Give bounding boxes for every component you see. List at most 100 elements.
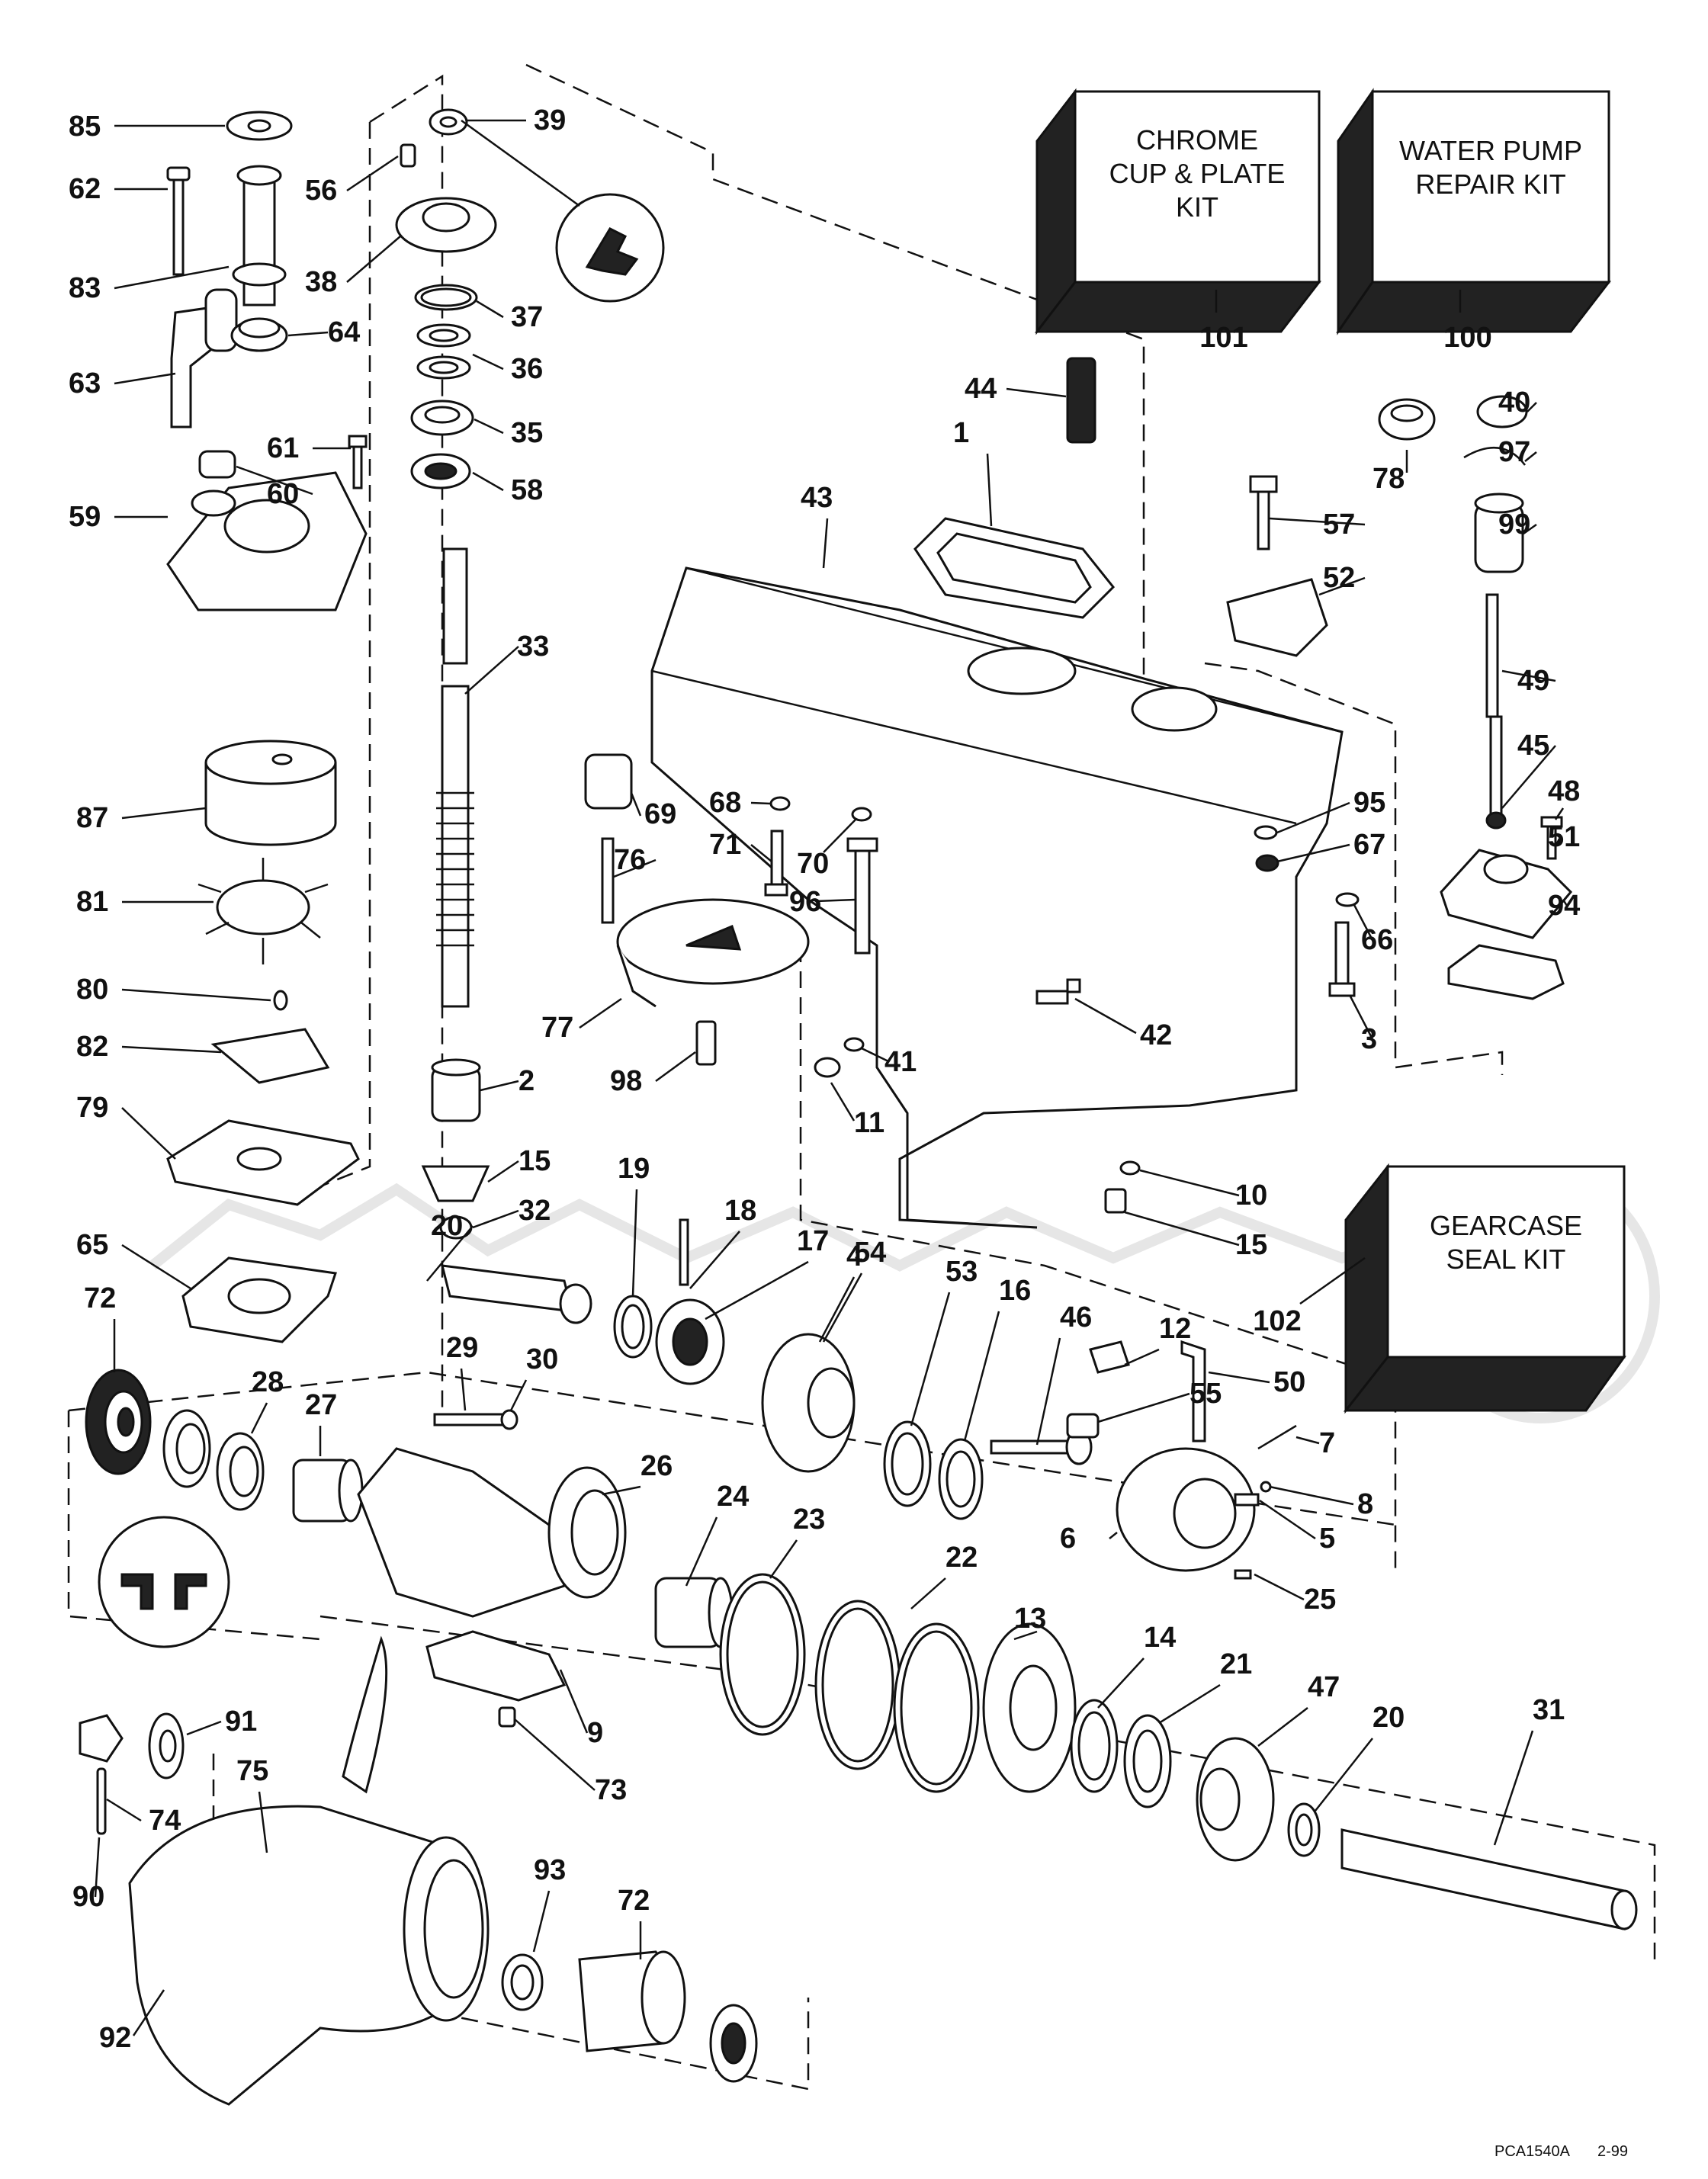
part-30-washer <box>500 1409 518 1430</box>
leader-lines <box>94 119 1568 2036</box>
callout-label-4: 4 <box>846 1240 862 1272</box>
callout-label-80: 80 <box>76 974 108 1006</box>
callout-label-73: 73 <box>595 1774 627 1806</box>
callout-label-94: 94 <box>1548 890 1580 922</box>
callout-label-99: 99 <box>1498 509 1530 541</box>
part-55-shift-rod <box>1180 1340 1206 1443</box>
callout-label-15: 15 <box>518 1145 551 1177</box>
kit-box-100 <box>1336 88 1612 335</box>
leader-line-36 <box>472 353 504 371</box>
part-72-seal-right <box>709 2004 758 2083</box>
part-76-trim-tab <box>616 898 810 1008</box>
leader-line-50 <box>1208 1371 1270 1384</box>
leader-line-57 <box>1269 517 1366 526</box>
leader-line-90 <box>94 1837 101 1898</box>
kit-102-line1: GEARCASE <box>1430 1210 1582 1241</box>
callout-label-20: 20 <box>1372 1702 1405 1734</box>
part-28-seals <box>162 1409 265 1511</box>
part-20-shaft-upper <box>441 1264 592 1324</box>
leader-line-65 <box>121 1244 191 1290</box>
callout-label-67: 67 <box>1353 829 1385 861</box>
leader-line-75 <box>258 1791 268 1853</box>
callout-label-45: 45 <box>1517 730 1549 762</box>
callout-label-81: 81 <box>76 886 108 918</box>
part-19-ring <box>613 1295 653 1359</box>
footer-code: PCA1540A <box>1494 2143 1571 2160</box>
part-95-nut <box>1255 854 1279 872</box>
part-39-seal <box>429 108 468 136</box>
part-53-washer <box>938 1438 984 1520</box>
callout-label-96: 96 <box>789 886 821 918</box>
callout-label-14: 14 <box>1144 1622 1176 1654</box>
part-48-cover <box>1440 849 1573 939</box>
leader-line-42 <box>1074 997 1137 1035</box>
callout-label-35: 35 <box>511 417 543 449</box>
part-3-screws <box>1035 978 1081 1005</box>
callout-label-91: 91 <box>225 1706 257 1738</box>
leader-line-23 <box>769 1539 798 1579</box>
leader-line-41 <box>861 1047 889 1063</box>
kit-101-number: 101 <box>1199 322 1247 354</box>
part-5-shift-housing <box>1116 1447 1256 1572</box>
footer-date: 2-99 <box>1597 2143 1628 2160</box>
kit-102-number: 102 <box>1253 1305 1301 1337</box>
leader-line-25 <box>1254 1573 1305 1601</box>
callout-label-33: 33 <box>517 631 549 663</box>
part-35-bushing <box>410 400 474 436</box>
callout-label-10: 10 <box>1235 1179 1267 1211</box>
leader-line-99 <box>1523 523 1537 535</box>
detail-callout-28 <box>98 1516 230 1648</box>
callout-label-6: 6 <box>1060 1523 1076 1555</box>
leader-line-55 <box>1097 1392 1190 1423</box>
part-99-anode <box>1226 578 1328 657</box>
callout-label-65: 65 <box>76 1229 108 1261</box>
callout-label-82: 82 <box>76 1031 108 1063</box>
callout-label-66: 66 <box>1361 924 1393 956</box>
leader-line-30 <box>509 1379 528 1411</box>
leader-line-20 <box>1315 1738 1373 1812</box>
part-44-gasket <box>913 517 1116 619</box>
part-68-screw <box>764 830 788 897</box>
leader-line-67 <box>1276 843 1350 863</box>
part-70-screw <box>846 837 878 955</box>
part-61-screw <box>348 435 368 489</box>
part-92-spacer <box>501 1953 544 2011</box>
callout-label-68: 68 <box>709 787 741 819</box>
callout-label-56: 56 <box>305 175 337 207</box>
callout-label-71: 71 <box>709 829 741 861</box>
part-87-impeller-cup <box>204 740 337 846</box>
part-65-gasket <box>181 1256 337 1343</box>
part-78-plug <box>1476 395 1528 428</box>
leader-line-22 <box>910 1577 946 1609</box>
callout-label-57: 57 <box>1323 509 1355 541</box>
part-52-shift-rod <box>1485 593 1503 817</box>
callout-label-13: 13 <box>1014 1603 1046 1635</box>
part-72-seal-left <box>85 1369 152 1475</box>
leader-line-18 <box>689 1231 740 1289</box>
part-98-washer <box>1254 825 1278 840</box>
part-18-pin <box>679 1218 689 1286</box>
part-69-washer <box>769 796 791 811</box>
leader-line-2 <box>480 1080 519 1092</box>
part-77-screw <box>695 1020 717 1066</box>
callout-label-46: 46 <box>1060 1301 1092 1333</box>
part-27-bearing <box>292 1459 364 1523</box>
leader-line-98 <box>655 1051 696 1083</box>
leader-line-76 <box>613 858 657 878</box>
leader-line-77 <box>579 997 622 1029</box>
part-82-gasket <box>210 1028 330 1084</box>
part-80-key <box>273 990 288 1011</box>
callout-label-41: 41 <box>884 1046 917 1078</box>
part-51-gasket <box>1447 944 1565 1000</box>
part-56-screw <box>400 143 416 168</box>
leader-line-12 <box>1124 1348 1160 1366</box>
callout-label-72: 72 <box>84 1282 116 1314</box>
callout-label-72: 72 <box>618 1885 650 1917</box>
leader-line-93 <box>532 1890 551 1953</box>
callout-label-20: 20 <box>431 1210 463 1242</box>
part-36-washers <box>416 323 471 380</box>
part-41-plug <box>814 1057 841 1078</box>
leader-line-38 <box>346 236 401 283</box>
part-33-driveshaft <box>436 547 474 1008</box>
part-71-washer <box>851 807 872 822</box>
